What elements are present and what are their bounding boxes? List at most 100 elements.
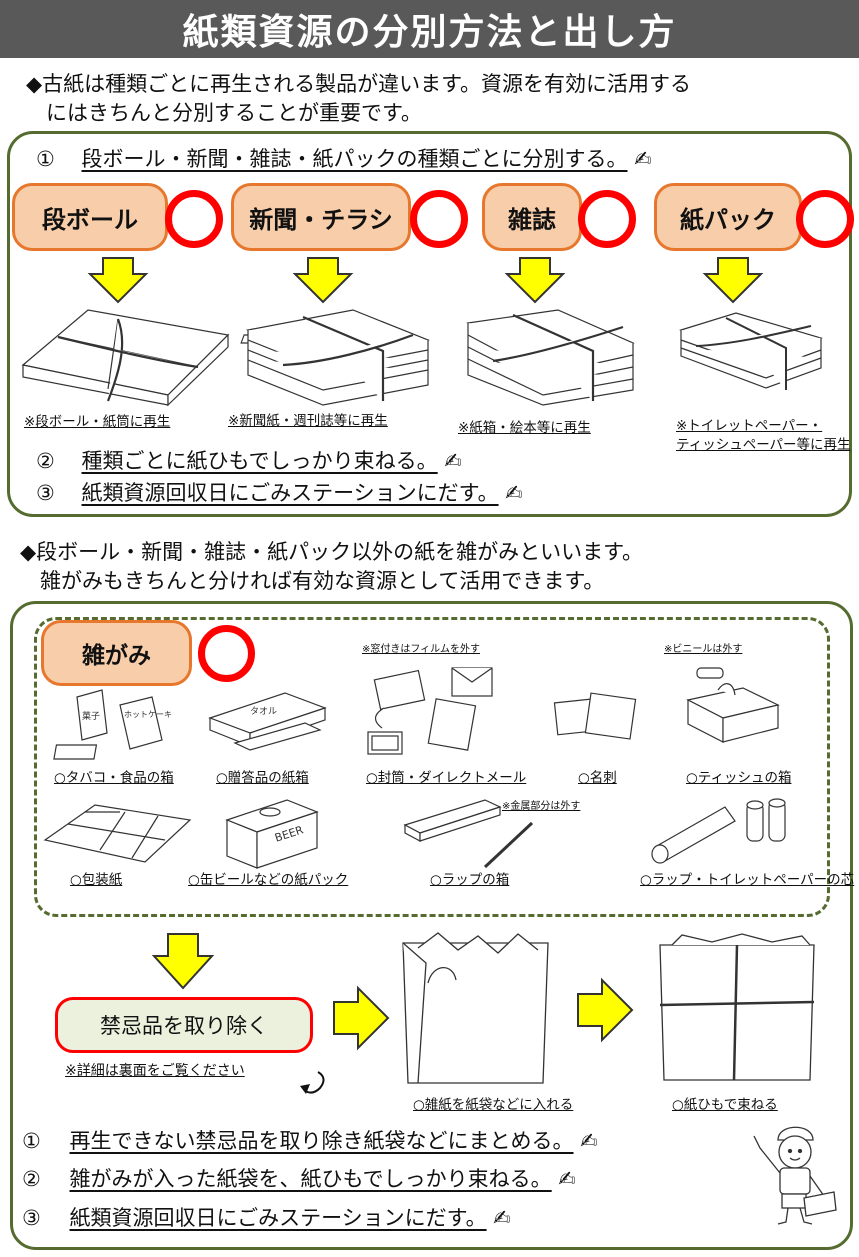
s1-step-1: ① 段ボール・新聞・雑誌・紙パックの種類ごとに分別する。 ✍	[36, 143, 652, 173]
s1-step-1-num: ①	[36, 147, 55, 171]
right-arrow-icon	[333, 985, 390, 1051]
caption-cardboard: ※段ボール・紙筒に再生	[24, 414, 171, 430]
s1-step-2-text: 種類ごとに紙ひもでしっかり束ねる。	[81, 449, 438, 473]
bag-caption: ○雑紙を紙袋などに入れる	[413, 1097, 574, 1113]
s2-step-3-num: ③	[22, 1206, 41, 1230]
item-caption: ○ラップ・トイレットペーパーの芯	[640, 872, 855, 888]
ok-circle-icon	[410, 190, 468, 248]
pill-cardboard: 段ボール	[12, 183, 168, 251]
pill-magazine-label: 雑誌	[508, 205, 556, 234]
tied-bag-illustration	[659, 933, 815, 1081]
item-caption: ○ラップの箱	[430, 872, 510, 888]
s1-step-3-num: ③	[36, 481, 55, 505]
caption-newspaper: ※新聞紙・週刊誌等に再生	[228, 413, 388, 429]
pencil-icon: ✍	[505, 481, 523, 505]
item-caption: ○贈答品の紙箱	[216, 770, 309, 786]
intro-2: ◆段ボール・新聞・雑誌・紙パック以外の紙を雑がみといいます。 雑がみもきちんと分…	[20, 538, 643, 596]
note-metal: ※金属部分は外す	[502, 801, 581, 812]
ok-circle-icon	[578, 190, 636, 248]
kinki-label: 禁忌品を取り除く	[100, 1014, 268, 1038]
down-arrow-icon	[292, 257, 354, 304]
s1-step-3: ③ 紙類資源回収日にごみステーションにだす。 ✍	[36, 477, 523, 507]
pill-milk-carton: 紙パック	[654, 183, 802, 251]
boy-illustration	[753, 1126, 837, 1225]
gift-label: タオル	[250, 706, 277, 717]
kinki-box: 禁忌品を取り除く	[55, 997, 313, 1053]
pill-newspaper: 新聞・チラシ	[231, 183, 411, 251]
pencil-icon: ✍	[444, 449, 462, 473]
ok-circle-icon	[198, 625, 255, 682]
caption-carton-1: ※トイレットペーパー・	[676, 418, 823, 434]
pill-newspaper-label: 新聞・チラシ	[249, 205, 393, 234]
tie-caption: ○紙ひもで束ねる	[672, 1097, 778, 1113]
pencil-icon: ✍	[558, 1167, 576, 1191]
box-label-1: 菓子	[82, 710, 100, 722]
page-title: 紙類資源の分別方法と出し方	[182, 12, 677, 53]
intro-1-line-1: ◆古紙は種類ごとに再生される製品が違います。資源を有効に活用する	[26, 72, 692, 96]
zatsugami-examples-box	[34, 617, 830, 917]
pill-magazine: 雑誌	[482, 183, 582, 251]
box-label-2: ホットケーキ	[124, 710, 172, 719]
paper-core-illustration	[651, 798, 786, 864]
milk-carton-bundle-illustration	[679, 312, 823, 390]
magazine-bundle-illustration	[466, 309, 635, 406]
intro-2-line-1: ◆段ボール・新聞・雑誌・紙パック以外の紙を雑がみといいます。	[20, 540, 644, 564]
paper-bag-illustration	[402, 932, 549, 1084]
item-caption: ○封筒・ダイレクトメール	[366, 770, 527, 786]
s1-step-3-text: 紙類資源回収日にごみステーションにだす。	[81, 481, 499, 505]
title-bar: 紙類資源の分別方法と出し方	[0, 0, 859, 58]
s1-step-2-num: ②	[36, 449, 55, 473]
panel-zatsugami	[10, 601, 853, 1250]
intro-2-line-2: 雑がみもきちんと分ければ有効な資源として活用できます。	[40, 569, 605, 593]
note-window: ※窓付きはフィルムを外す	[362, 644, 480, 655]
tissue-box-illustration	[686, 667, 780, 743]
ok-circle-icon	[796, 190, 854, 248]
ok-circle-icon	[165, 190, 223, 248]
pill-zatsugami-label: 雑がみ	[82, 643, 151, 669]
pill-cardboard-label: 段ボール	[42, 205, 138, 234]
business-card-illustration	[553, 692, 637, 740]
pencil-icon: ✍	[634, 147, 652, 171]
newspaper-bundle-illustration	[240, 309, 431, 406]
down-arrow-icon	[87, 257, 149, 304]
pill-milk-carton-label: 紙パック	[680, 205, 776, 234]
right-arrow-icon	[577, 977, 634, 1043]
caption-magazine: ※紙箱・絵本等に再生	[458, 420, 591, 436]
down-arrow-icon	[151, 933, 215, 990]
s2-step-1-num: ①	[22, 1129, 41, 1153]
food-box-illustration: 菓子 ホットケーキ	[53, 689, 172, 760]
item-caption: ○ティッシュの箱	[686, 770, 792, 786]
item-caption: ○名刺	[578, 770, 617, 786]
s1-step-2: ② 種類ごとに紙ひもでしっかり束ねる。 ✍	[36, 445, 462, 475]
item-caption: ○包装紙	[70, 872, 123, 888]
pencil-icon: ✍	[580, 1129, 598, 1153]
detail-note: ※詳細は裏面をご覧ください	[65, 1063, 245, 1079]
s2-step-1: ① 再生できない禁忌品を取り除き紙袋などにまとめる。 ✍	[22, 1125, 598, 1155]
pencil-icon: ✍	[493, 1206, 511, 1230]
beer-carton-illustration: BEER	[225, 799, 319, 869]
item-caption: ○タバコ・食品の箱	[54, 770, 174, 786]
pill-zatsugami: 雑がみ	[41, 620, 192, 686]
s2-step-3: ③ 紙類資源回収日にごみステーションにだす。 ✍	[22, 1202, 511, 1232]
s2-step-3-text: 紙類資源回収日にごみステーションにだす。	[69, 1206, 487, 1230]
panel-sorting	[7, 131, 852, 517]
s2-step-2-num: ②	[22, 1167, 41, 1191]
intro-1-line-2: にはきちんと分別することが重要です。	[46, 101, 422, 125]
s1-step-1-text: 段ボール・新聞・雑誌・紙パックの種類ごとに分別する。	[81, 147, 628, 171]
cardboard-bundle-illustration	[21, 309, 230, 407]
wrapping-paper-illustration	[43, 804, 192, 863]
return-arrow-icon	[303, 1071, 325, 1094]
note-vinyl: ※ビニールは外す	[664, 644, 743, 655]
down-arrow-icon	[702, 257, 764, 304]
s2-step-2: ② 雑がみが入った紙袋を、紙ひもでしっかり束ねる。 ✍	[22, 1163, 576, 1193]
down-arrow-icon	[504, 257, 566, 304]
envelope-illustration	[367, 667, 493, 755]
s2-step-1-text: 再生できない禁忌品を取り除き紙袋などにまとめる。	[69, 1129, 574, 1153]
wrap-box-illustration	[403, 799, 534, 869]
item-caption: ○缶ビールなどの紙パック	[188, 872, 349, 888]
gift-box-illustration: タオル	[208, 692, 327, 751]
intro-1: ◆古紙は種類ごとに再生される製品が違います。資源を有効に活用する にはきちんと分…	[26, 70, 691, 128]
s2-step-2-text: 雑がみが入った紙袋を、紙ひもでしっかり束ねる。	[69, 1167, 552, 1191]
caption-carton-2: ティッシュペーパー等に再生	[676, 437, 851, 453]
